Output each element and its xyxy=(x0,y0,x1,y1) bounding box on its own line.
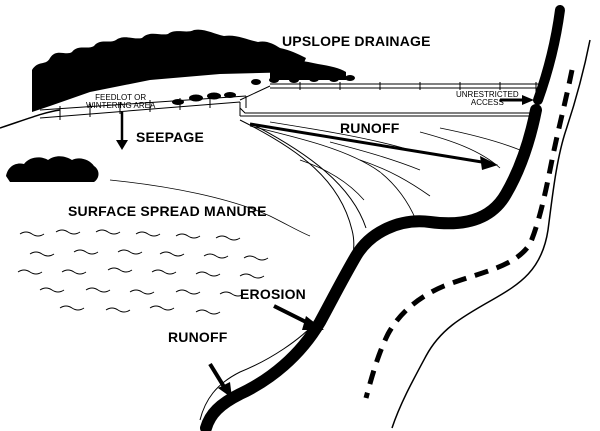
river-bank-top xyxy=(538,10,560,100)
label-unrestricted-line2: ACCESS xyxy=(456,99,519,107)
label-runoff-bottom: RUNOFF xyxy=(168,330,228,344)
label-runoff-top: RUNOFF xyxy=(340,121,400,135)
label-feedlot-line2: WINTERING AREA xyxy=(86,102,155,110)
label-surface-spread-manure: SURFACE SPREAD MANURE xyxy=(68,204,267,218)
label-feedlot: FEEDLOT OR WINTERING AREA xyxy=(86,94,155,111)
ground-horizon xyxy=(0,110,60,128)
label-seepage: SEEPAGE xyxy=(136,130,204,144)
shrub-cluster xyxy=(6,156,99,182)
label-unrestricted-access: UNRESTRICTED ACCESS xyxy=(456,91,519,108)
label-upslope-drainage: UPSLOPE DRAINAGE xyxy=(282,34,431,48)
manure-squiggles xyxy=(18,230,268,314)
label-erosion: EROSION xyxy=(240,287,306,301)
